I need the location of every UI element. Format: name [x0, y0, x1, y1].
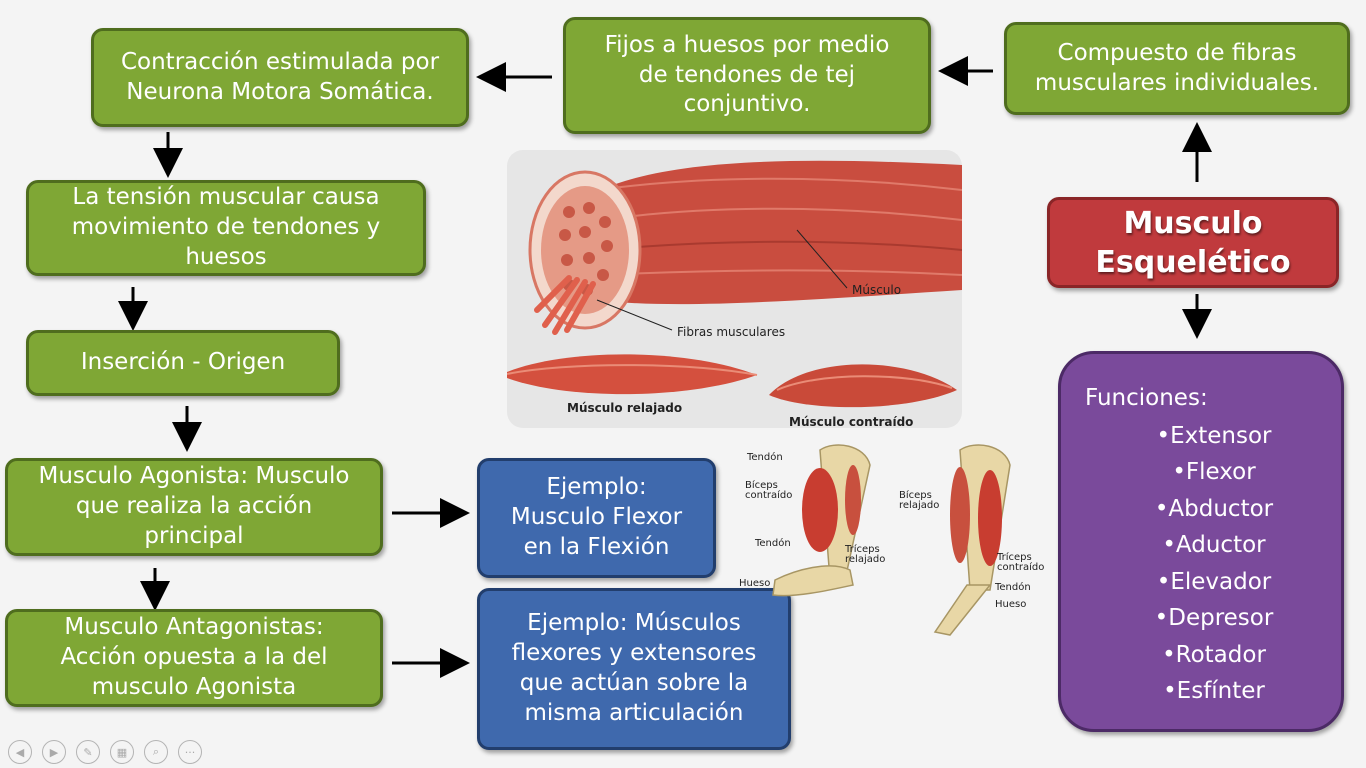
box-insercion: Inserción - Origen	[26, 330, 340, 396]
slideshow-toolbar: ◀ ▶ ✎ ▦ ⌕ ···	[8, 740, 202, 764]
pen-icon[interactable]: ✎	[76, 740, 100, 764]
label-biceps-contraido-2: contraído	[745, 489, 792, 501]
label-musculo-contraido: Músculo contraído	[789, 415, 913, 428]
label-triceps-relajado-1: Tríceps	[844, 543, 880, 555]
box-tension: La tensión muscular causa movimiento de …	[26, 180, 426, 276]
label-tendon-3: Tendón	[994, 581, 1031, 593]
box-antagonistas: Musculo Antagonistas: Acción opuesta a l…	[5, 609, 383, 707]
label-musculo-relajado: Músculo relajado	[567, 401, 682, 415]
box-ejemplo-flexor: Ejemplo: Musculo Flexor en la Flexión	[477, 458, 716, 578]
funciones-list: •Extensor •Flexor •Abductor •Aductor •Elevad…	[1061, 418, 1341, 710]
box-compuesto: Compuesto de fibras musculares individua…	[1004, 22, 1350, 115]
funcion-item: •Elevador	[1156, 568, 1272, 595]
label-biceps-contraido-1: Bíceps	[745, 479, 778, 491]
box-antagonistas-text: Musculo Antagonistas: Acción opuesta a l…	[60, 614, 328, 700]
funcion-item: •Esfínter	[1163, 678, 1265, 705]
funcion-item: •Extensor	[1156, 422, 1272, 449]
box-musculo-esqueletico-text: Musculo Esquelético	[1095, 205, 1291, 280]
label-tendon-1: Tendón	[746, 451, 783, 463]
label-fibras-musculares: Fibras musculares	[677, 325, 785, 339]
box-ejemplo-articulacion-text: Ejemplo: Músculos flexores y extensores …	[511, 610, 757, 726]
box-contraccion: Contracción estimulada por Neurona Motor…	[91, 28, 469, 127]
box-fijos: Fijos a huesos por medio de tendones de …	[563, 17, 931, 134]
more-icon[interactable]: ···	[178, 740, 202, 764]
box-fijos-text: Fijos a huesos por medio de tendones de …	[604, 31, 890, 118]
funciones-title: Funciones:	[1085, 385, 1208, 411]
slides-icon[interactable]: ▦	[110, 740, 134, 764]
funcion-item: •Flexor	[1172, 459, 1256, 486]
label-triceps-relajado-2: relajado	[845, 554, 885, 565]
label-biceps-relajado-2: relajado	[899, 500, 939, 511]
box-ejemplo-articulacion: Ejemplo: Músculos flexores y extensores …	[477, 588, 791, 750]
box-ejemplo-flexor-text: Ejemplo: Musculo Flexor en la Flexión	[510, 474, 683, 560]
funcion-item: •Aductor	[1162, 532, 1266, 559]
back-icon[interactable]: ◀	[8, 740, 32, 764]
arm-flexion-extension-image: Tendón Bíceps contraído Tendón Tríceps r…	[739, 444, 1044, 636]
funcion-item: •Depresor	[1154, 605, 1274, 632]
zoom-icon[interactable]: ⌕	[144, 740, 168, 764]
box-funciones: Funciones: •Extensor •Flexor •Abductor •Adu…	[1058, 351, 1344, 732]
funcion-item: •Abductor	[1154, 495, 1274, 522]
label-hueso-2: Hueso	[995, 599, 1026, 610]
label-biceps-relajado-1: Bíceps	[899, 489, 932, 501]
funcion-item: •Rotador	[1162, 641, 1266, 668]
box-insercion-text: Inserción - Origen	[80, 349, 286, 376]
label-triceps-contraido-1: Tríceps	[996, 551, 1032, 563]
label-triceps-contraido-2: contraído	[997, 561, 1044, 573]
label-hueso-1: Hueso	[739, 578, 770, 589]
box-tension-text: La tensión muscular causa movimiento de …	[71, 184, 381, 270]
forward-icon[interactable]: ▶	[42, 740, 66, 764]
box-musculo-esqueletico: Musculo Esquelético	[1047, 197, 1339, 288]
label-musculo: Músculo	[852, 283, 901, 297]
label-tendon-2: Tendón	[754, 537, 791, 549]
box-compuesto-text: Compuesto de fibras musculares individua…	[1034, 39, 1320, 96]
box-contraccion-text: Contracción estimulada por Neurona Motor…	[120, 48, 440, 105]
muscle-anatomy-image: Músculo Fibras musculares Músculo relaja…	[507, 150, 962, 428]
box-agonista: Musculo Agonista: Musculo que realiza la…	[5, 458, 383, 556]
box-agonista-text: Musculo Agonista: Musculo que realiza la…	[38, 463, 350, 549]
